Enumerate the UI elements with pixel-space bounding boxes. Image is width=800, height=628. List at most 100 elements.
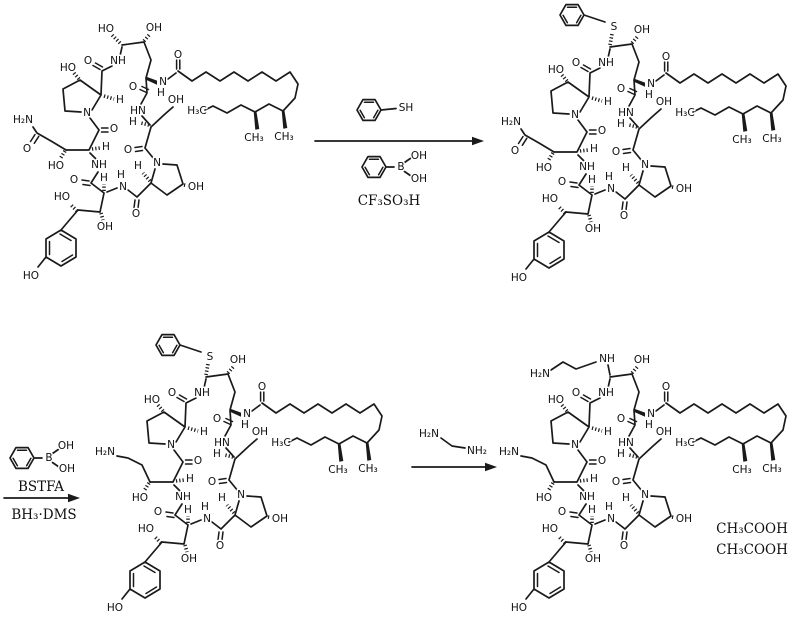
label: H₂N	[13, 114, 33, 126]
label: OH	[230, 354, 246, 366]
label: OH	[97, 221, 113, 233]
label: N	[607, 513, 615, 525]
label: O	[511, 145, 519, 157]
label: O	[617, 83, 625, 95]
label: HO	[132, 492, 148, 504]
label: H₃C	[271, 437, 290, 449]
label: H₂N	[530, 368, 550, 380]
label: N	[647, 78, 655, 90]
label: CH₃	[358, 463, 377, 475]
reagent-thiophenol	[356, 98, 397, 122]
label: H	[590, 473, 598, 485]
label: N	[647, 408, 655, 420]
label: OH	[585, 223, 601, 235]
label: NH	[110, 55, 126, 67]
label: N	[571, 109, 579, 121]
label: H	[129, 116, 137, 128]
label: N	[607, 183, 615, 195]
label: N	[153, 157, 161, 169]
label: OH	[634, 354, 650, 366]
label: H	[617, 118, 625, 130]
label: H₂N	[419, 428, 439, 440]
label: OH	[634, 24, 650, 36]
label: S	[611, 21, 618, 33]
label: O	[558, 506, 566, 518]
reagent-ethylenediamine	[440, 437, 466, 449]
reagent-phenylboronic-acid-2	[9, 446, 60, 470]
label: OH	[656, 426, 672, 438]
label: O	[662, 51, 670, 63]
label: CH₃COOH	[716, 542, 788, 558]
label: H₂N	[501, 116, 521, 128]
label: O	[617, 413, 625, 425]
label: CH₃	[732, 134, 751, 146]
label: HO	[23, 270, 39, 282]
label: O	[124, 144, 132, 156]
label: O	[558, 176, 566, 188]
label: NH₂	[467, 445, 487, 457]
label: OH	[146, 22, 162, 34]
label: CH₃	[762, 133, 781, 145]
label: H₃C	[675, 437, 694, 449]
label: NH	[599, 353, 615, 365]
label: OH	[181, 553, 197, 565]
label: N	[119, 181, 127, 193]
atom-labels: H₂N	[94, 445, 117, 460]
label: H	[645, 89, 653, 101]
atom-labels: HO	[96, 22, 115, 37]
label: H	[617, 448, 625, 460]
label: OH	[59, 463, 75, 475]
label: H	[117, 169, 125, 181]
reaction-arrow-step1	[314, 136, 484, 146]
label: H	[200, 426, 208, 438]
label: H	[201, 501, 209, 513]
label: H	[622, 162, 630, 174]
label: HO	[542, 523, 558, 535]
label: HO	[536, 162, 552, 174]
label: NH	[579, 161, 595, 173]
label: CH₃	[244, 132, 263, 144]
label: NH	[598, 387, 614, 399]
label: O	[208, 476, 216, 488]
label: BSTFA	[18, 479, 64, 495]
label: O	[154, 506, 162, 518]
label: H	[622, 492, 630, 504]
label: HO	[60, 62, 76, 74]
label: HO	[144, 394, 160, 406]
label: B	[397, 161, 404, 173]
label: HO	[54, 191, 70, 203]
label: OH	[656, 96, 672, 108]
label: O	[572, 57, 580, 69]
label: O	[572, 387, 580, 399]
label: S	[207, 351, 214, 363]
arrowhead-icon	[472, 136, 484, 146]
label: CH₃	[732, 464, 751, 476]
label: OH	[188, 181, 204, 193]
label: OH	[168, 94, 184, 106]
label: HO	[98, 23, 114, 35]
label: O	[612, 476, 620, 488]
label: H	[157, 87, 165, 99]
label: OH	[411, 173, 427, 185]
label: OH	[58, 440, 74, 452]
label: H	[590, 143, 598, 155]
label: OH	[585, 553, 601, 565]
label: HO	[536, 492, 552, 504]
label: BH₃·DMS	[11, 507, 76, 523]
label: H	[186, 473, 194, 485]
label: O	[168, 387, 176, 399]
label: NH	[175, 491, 191, 503]
atom-labels: H₂N O	[500, 115, 523, 159]
label: N	[243, 408, 251, 420]
label: HN	[618, 437, 634, 449]
label: HN	[618, 107, 634, 119]
